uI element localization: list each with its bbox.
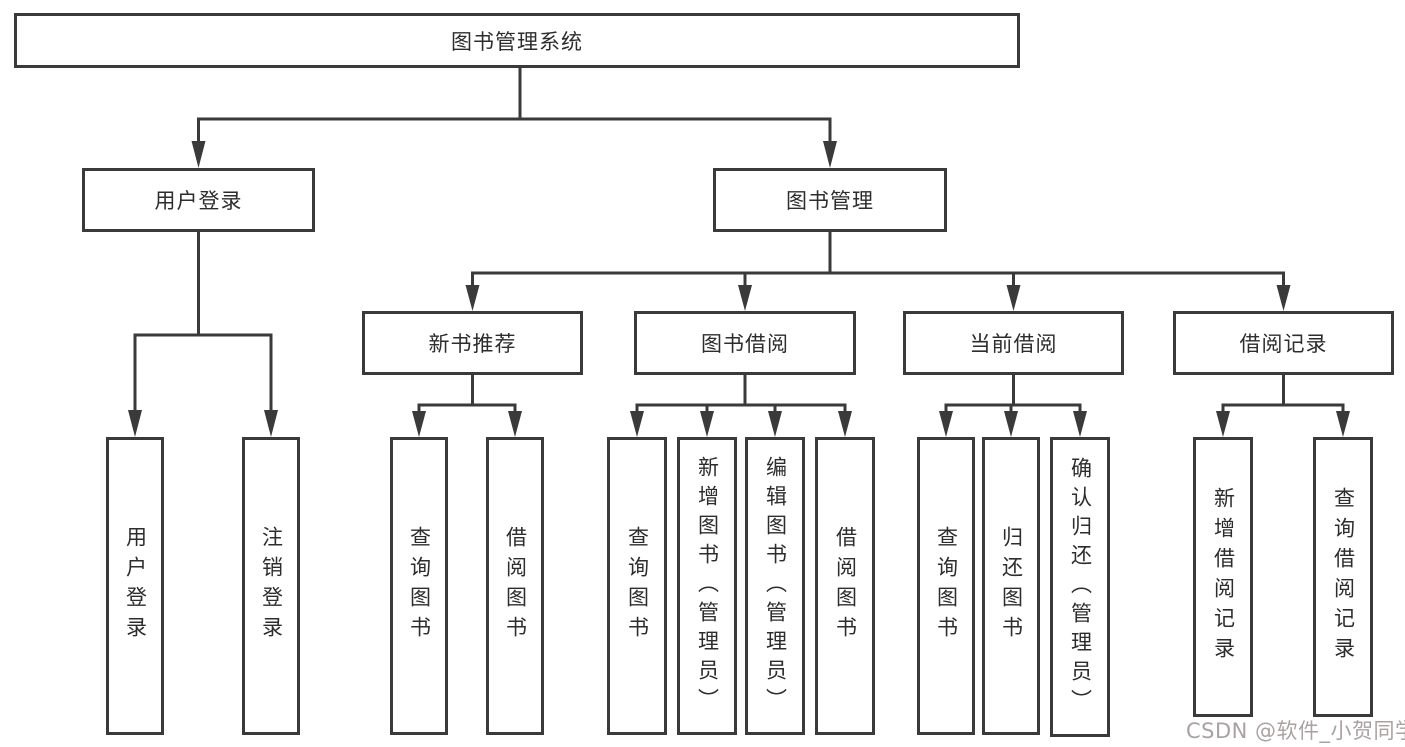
arrowhead — [700, 411, 714, 437]
connector-line — [1221, 373, 1345, 414]
leaf-add-borrow-record-label: 新增借阅记录 — [1211, 487, 1236, 667]
arrowhead — [412, 411, 426, 437]
leaf-query-books-1: 查询图书 — [390, 437, 448, 735]
arrowhead — [939, 411, 953, 437]
leaf-add-books-admin-label: 新增图书（管理员） — [695, 455, 720, 717]
leaf-borrow-books-1: 借阅图书 — [486, 437, 544, 735]
leaf-confirm-return-admin: 确认归还（管理员） — [1050, 437, 1110, 737]
leaf-add-borrow-record: 新增借阅记录 — [1193, 437, 1253, 717]
node-root: 图书管理系统 — [14, 13, 1020, 68]
connector-line — [471, 230, 1285, 288]
arrowhead — [1004, 411, 1018, 437]
arrowhead — [1006, 285, 1021, 311]
connector-line — [944, 373, 1082, 414]
leaf-borrow-books-1-label: 借阅图书 — [503, 526, 528, 646]
arrowhead — [465, 285, 480, 311]
connector-line — [197, 66, 832, 144]
connector-book-borrow-children — [630, 373, 852, 437]
node-root-label: 图书管理系统 — [451, 29, 583, 54]
leaf-query-books-3-label: 查询图书 — [934, 526, 959, 646]
leaf-user-login-label: 用户登录 — [123, 526, 148, 646]
arrowhead — [128, 410, 142, 437]
leaf-logout-label: 注销登录 — [259, 526, 284, 646]
leaf-borrow-books-2-label: 借阅图书 — [833, 526, 858, 646]
arrowhead — [823, 141, 837, 168]
connector-root-to-level2 — [191, 66, 837, 168]
arrowhead — [768, 411, 782, 437]
node-user-login: 用户登录 — [82, 168, 315, 232]
node-borrow-record: 借阅记录 — [1173, 311, 1394, 375]
connector-user-login-children — [128, 230, 278, 437]
connector-new-book-children — [412, 373, 522, 437]
node-book-borrow: 图书借阅 — [634, 311, 856, 375]
arrowhead — [508, 411, 522, 437]
leaf-borrow-books-2: 借阅图书 — [815, 437, 875, 735]
connector-book-management-children — [465, 230, 1291, 311]
node-borrow-record-label: 借阅记录 — [1239, 332, 1328, 356]
leaf-return-books: 归还图书 — [982, 437, 1040, 735]
arrowhead — [1216, 411, 1230, 437]
node-new-book-recommend: 新书推荐 — [362, 311, 583, 375]
leaf-query-books-3: 查询图书 — [917, 437, 975, 735]
node-book-management: 图书管理 — [713, 168, 947, 232]
leaf-user-login: 用户登录 — [106, 437, 164, 735]
leaf-return-books-label: 归还图书 — [999, 526, 1024, 646]
arrowhead — [264, 410, 278, 437]
leaf-query-books-2-label: 查询图书 — [625, 526, 650, 646]
arrowhead — [838, 411, 852, 437]
leaf-confirm-return-admin-label: 确认归还（管理员） — [1068, 456, 1093, 718]
connector-current-borrow-children — [939, 373, 1087, 437]
node-new-book-recommend-label: 新书推荐 — [428, 332, 517, 356]
leaf-edit-books-admin: 编辑图书（管理员） — [745, 437, 805, 735]
leaf-query-books-2: 查询图书 — [607, 437, 667, 735]
connector-borrow-record-children — [1216, 373, 1350, 437]
node-book-management-label: 图书管理 — [786, 189, 874, 213]
node-book-borrow-label: 图书借阅 — [701, 332, 789, 356]
leaf-logout: 注销登录 — [242, 437, 300, 735]
arrowhead — [191, 141, 206, 168]
connector-line — [133, 230, 273, 413]
connector-line — [635, 373, 847, 414]
node-user-login-label: 用户登录 — [154, 189, 243, 213]
leaf-add-books-admin: 新增图书（管理员） — [677, 437, 737, 735]
arrowhead — [630, 411, 644, 437]
arrowhead — [1073, 411, 1087, 437]
leaf-query-borrow-record: 查询借阅记录 — [1313, 437, 1373, 717]
leaf-query-borrow-record-label: 查询借阅记录 — [1331, 487, 1356, 667]
leaf-query-books-1-label: 查询图书 — [407, 526, 432, 646]
arrowhead — [1336, 411, 1350, 437]
arrowhead — [738, 285, 752, 311]
arrowhead — [1276, 285, 1291, 311]
node-current-borrow-label: 当前借阅 — [969, 332, 1058, 356]
leaf-edit-books-admin-label: 编辑图书（管理员） — [763, 455, 788, 717]
csdn-watermark: CSDN @软件_小贺同学 — [1186, 719, 1405, 743]
connector-line — [417, 373, 517, 414]
node-current-borrow: 当前借阅 — [903, 311, 1124, 375]
